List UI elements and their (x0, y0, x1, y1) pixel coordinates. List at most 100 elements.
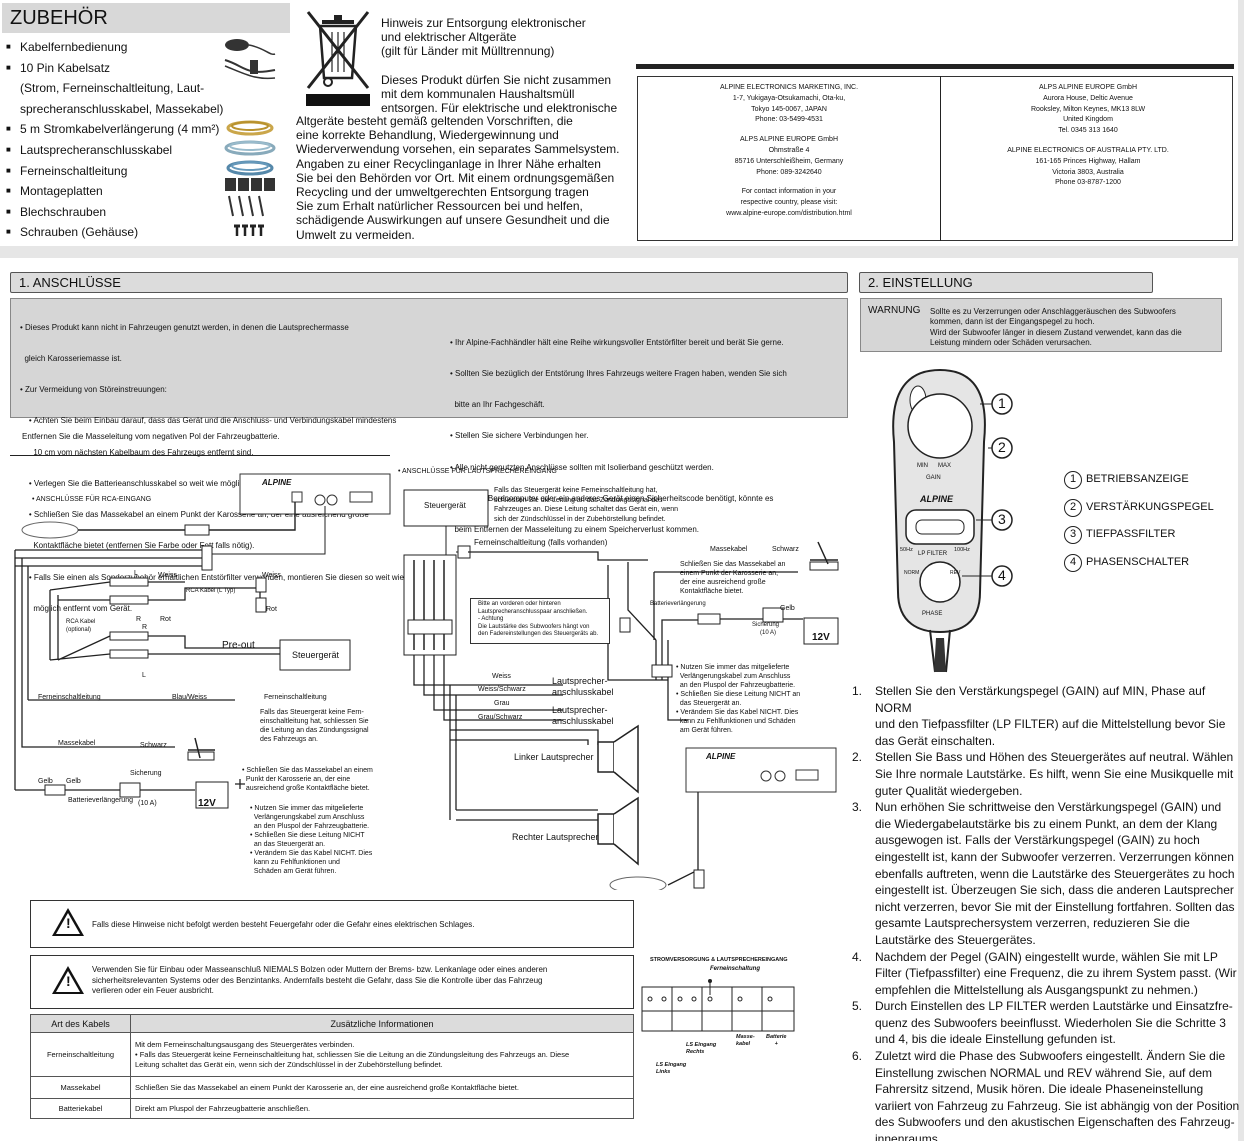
zubehoer-item: sprecheranschlusskabel, Massekabel) (20, 101, 224, 116)
rca-fern-label: Ferneinschaltleitung (38, 694, 101, 701)
spk-lsk1-label: Lautsprecher-anschlusskabel (552, 676, 614, 697)
rca-gelb-label: Gelb (38, 778, 53, 785)
address-line: www.alpine-europe.com/distribution.html (726, 209, 852, 217)
table-row: Ferneinschaltleitung Mit dem Ferneinscha… (30, 1032, 634, 1077)
rca-section-title: • ANSCHLÜSSE FÜR RCA-EINGANG (32, 496, 152, 503)
zubehoer-item: ■Blechschrauben (6, 204, 107, 219)
note-line: • Sollten Sie bezüglich der Entstörung I… (450, 369, 787, 379)
table-row: Batteriekabel Direkt am Pluspol der Fahr… (30, 1098, 634, 1119)
entsorgung-line: Altgeräte besteht gemäß geltenden Vorsch… (296, 114, 573, 128)
warning-fire-text: Falls diese Hinweise nicht befolgt werde… (92, 920, 475, 929)
zubehoer-item: ■Schrauben (Gehäuse) (6, 225, 139, 240)
entsorgung-line: eine korrekte Behandlung, Wiedergewinnun… (296, 128, 559, 143)
address-line: Phone: 089-3242640 (756, 168, 822, 176)
rca-schwarz-label: Schwarz (140, 742, 167, 749)
spk-head-unit (403, 489, 489, 527)
top-sheet (0, 0, 1238, 246)
entsorgung-head-line: Hinweis zur Entsorgung elektronischer (381, 16, 586, 30)
note-line: • Falls Sie einen als Sonderzubehör erhä… (20, 572, 404, 582)
amp-unit (239, 473, 391, 515)
address-line: Rooksley, Milton Keynes, MK13 8LW (1030, 105, 1146, 113)
diagram-top-rule (10, 455, 390, 456)
connector-pinout (641, 979, 795, 1032)
anschluesse-title: 1. ANSCHLÜSSE (10, 272, 848, 293)
table-row: Massekabel Schließen Sie das Massekabel … (30, 1076, 634, 1099)
entsorgung-line: entsorgen. Für elektrische und elektroni… (381, 101, 618, 116)
entsorgung-text-wide: Altgeräte besteht gemäß geltenden Vorsch… (296, 114, 619, 242)
address-line: United Kingdom (1063, 116, 1113, 124)
spk-gelb-label: Gelb (780, 605, 795, 612)
remote-wire-icon (226, 160, 274, 176)
entsorgung-line: mit dem kommunalen Haushaltsmüll (381, 86, 575, 101)
rca-weiss-label: Weiss (158, 572, 177, 579)
weee-bin-icon (306, 11, 370, 106)
address-line: 1-7, Yukigaya-Otsukamachi, Ota-ku, (732, 94, 846, 102)
rca-sicherung-label: Sicherung (130, 770, 162, 777)
warning-box-fire (30, 900, 634, 948)
callout-4: 4 (998, 567, 1006, 583)
spk-steuergeraet-label: Steuergerät (424, 501, 466, 510)
cable-table: Art des Kabels Zusätzliche Informationen… (30, 1014, 634, 1119)
alpine-logo: ALPINE (262, 478, 292, 487)
address-line: Victoria 3803, Australia (1052, 168, 1124, 176)
alpine-logo: ALPINE (706, 752, 736, 761)
address-line: Ohmstraße 4 (768, 146, 810, 154)
address-line: Phone 03-8787-1200 (1055, 179, 1121, 187)
note-line: beim Entfernen der Masseleitung zu einem… (450, 525, 700, 535)
entsorgung-line: Sie bei den Behörden vor Ort. Mit einem … (296, 170, 615, 185)
address-right: ALPS ALPINE EUROPE GmbH Aurora House, De… (944, 83, 1232, 189)
note-line: 10 cm vom nächsten Kabelbaum des Fahrzeu… (20, 447, 254, 457)
rca-fern2-label: Ferneinschaltleitung (264, 694, 327, 701)
entsorgung-line: Umwelt zu vermeiden. (296, 227, 415, 242)
remote-norm-label: NORM (904, 570, 920, 576)
address-line: Tel. 0345 313 1640 (1058, 127, 1118, 135)
rca-volt-label: 12V (198, 798, 216, 809)
table-cell-value: Mit dem Ferneinschaltungsausgang des Ste… (130, 1032, 634, 1077)
table-cell-key: Ferneinschaltleitung (30, 1032, 131, 1077)
rca-blauweiss-label: Blau/Weiss (172, 694, 207, 701)
zubehoer-item: ■10 Pin Kabelsatz (6, 60, 111, 75)
note-line: • Ihr Alpine-Fachhändler hält eine Reihe… (450, 337, 784, 347)
step-3: 3. Nun erhöhen Sie schrittweise den Vers… (852, 800, 1235, 947)
zubehoer-title: ZUBEHÖR (2, 3, 290, 33)
warning-brakes-text: Verwenden Sie für Einbau oder Masseansch… (92, 965, 548, 995)
spk-lsk2-label: Lautsprecher-anschlusskabel (552, 705, 614, 726)
spk-fern-label: Ferneinschaltleitung (falls vorhanden) (474, 538, 608, 547)
head-unit (279, 639, 351, 671)
spk-center-note-box (470, 598, 610, 644)
step-4: 4. Nachdem der Pegel (GAIN) eingestellt … (852, 949, 1237, 997)
step-5: 5. Durch Einstellen des LP FILTER werden… (852, 999, 1233, 1047)
table-cell-value: Direkt am Pluspol der Fahrzeugbatterie a… (130, 1098, 634, 1119)
spk-battery (803, 617, 839, 645)
rca-ampere-label: (10 A) (138, 800, 157, 807)
rca-rot-label: Rot (160, 616, 171, 623)
rca-masse-note: • Schließen Sie das Massekabel an einem … (242, 767, 373, 792)
screws-icon (228, 195, 264, 236)
table-header-cell: Art des Kabels (30, 1014, 131, 1033)
spk-right-note: • Nutzen Sie immer das mitgelieferte Ver… (676, 664, 801, 734)
zubehoer-item: ■5 m Stromkabelverlängerung (4 mm²) (6, 122, 220, 137)
note-line: • Alle nicht genutzten Anschlüsse sollte… (450, 462, 714, 472)
note-line: • Zur Vermeidung von Störeinstreuungen: (20, 385, 167, 395)
spk-grau-label: Grau (494, 700, 510, 707)
spk-weiss-label: Weiss (492, 673, 511, 680)
remote-rev-label: REV (950, 570, 961, 576)
rca-l-label: L (134, 570, 138, 577)
spk-sicherung-label: Sicherung (752, 622, 780, 628)
spk-connector-block (403, 554, 457, 656)
rca-batt-ext-label: Batterieverlängerung (68, 797, 133, 804)
zubehoer-item: ■Ferneinschaltleitung (6, 163, 128, 178)
address-box (637, 76, 1233, 241)
rca-kabel-opt-label: RCA Kabel(optional) (66, 619, 96, 633)
preout-label: Pre-out (222, 640, 255, 651)
callout-1: 1 (998, 395, 1006, 411)
remote-50hz-label: 50Hz (900, 547, 913, 553)
note-line: gleich Karosseriemasse ist. (20, 354, 122, 364)
address-line: Aurora House, Deltic Avenue (1043, 94, 1133, 102)
step-1: 1. Stellen Sie den Verstärkungspegel (GA… (852, 684, 1226, 748)
